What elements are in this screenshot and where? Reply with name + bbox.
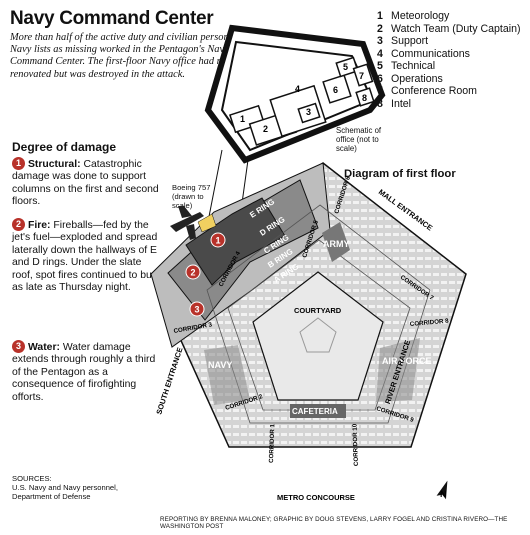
corridor-label: CORRIDOR 8 <box>410 318 450 328</box>
credit-line: REPORTING BY BRENNA MALONEY; GRAPHIC BY … <box>160 516 508 530</box>
room-3 <box>297 102 321 124</box>
diagram-title: Diagram of first floor <box>344 168 456 180</box>
airplane-icon <box>170 206 217 240</box>
office-schematic: 1 2 3 4 5 6 7 8 <box>204 24 386 164</box>
boeing-note: Boeing 757 (drawn to scale) <box>172 183 211 210</box>
ring-outline <box>206 204 431 424</box>
room-8 <box>355 87 375 107</box>
room-number: 7 <box>359 71 364 81</box>
metro-concourse-label: METRO CONCOURSE <box>277 493 355 502</box>
room-number: 5 <box>343 62 348 72</box>
schematic-note: Schematic of office (not to scale) <box>336 126 382 153</box>
intro-text: More than half of the active duty and ci… <box>10 32 272 80</box>
cafeteria-label: CAFETERIA <box>292 407 338 416</box>
room-7 <box>352 63 374 87</box>
courtyard-label: COURTYARD <box>294 306 342 315</box>
page-title: Navy Command Center <box>10 8 214 29</box>
damage-marker: 3 <box>189 301 205 317</box>
explosion-icon <box>197 213 217 233</box>
navy-area <box>204 345 250 405</box>
air-force-area <box>376 338 420 402</box>
cafeteria-block <box>290 404 346 418</box>
damage-marker: 1 <box>210 232 226 248</box>
pentagon-floorplan <box>150 162 467 448</box>
room-number: 4 <box>295 84 300 94</box>
room-6 <box>322 74 352 104</box>
room-number: 2 <box>263 124 268 134</box>
navy-label: NAVY <box>208 360 232 370</box>
svg-text:3: 3 <box>194 305 199 315</box>
corridor-label: CORRIDOR 10 <box>352 423 360 466</box>
corridor-label: CORRIDOR 1 <box>268 423 276 463</box>
svg-text:2: 2 <box>190 268 195 278</box>
damage-badge: 3 <box>12 340 25 353</box>
room-number: 8 <box>362 93 367 103</box>
damage-title: Degree of damage <box>12 140 117 154</box>
south-entrance-label: SOUTH ENTRANCE <box>154 346 184 415</box>
svg-text:1: 1 <box>215 236 220 246</box>
courtyard-center <box>299 317 337 353</box>
army-block <box>322 222 350 262</box>
army-label: ARMY <box>323 239 350 249</box>
north-arrow-icon: N <box>436 480 448 500</box>
damage-marker: 2 <box>185 264 201 280</box>
svg-text:N: N <box>440 489 447 499</box>
air-force-label: AIR FORCE <box>382 356 432 366</box>
damage-area-structural <box>185 197 286 286</box>
room-number: 1 <box>240 114 245 124</box>
room-4 <box>269 84 327 138</box>
room-number: 6 <box>333 85 338 95</box>
courtyard <box>252 271 384 401</box>
damage-badge: 2 <box>12 218 25 231</box>
room-5 <box>335 56 359 78</box>
damage-badge: 1 <box>12 157 25 170</box>
sources: SOURCES: U.S. Navy and Navy personnel, D… <box>12 474 118 501</box>
room-number: 3 <box>306 107 311 117</box>
